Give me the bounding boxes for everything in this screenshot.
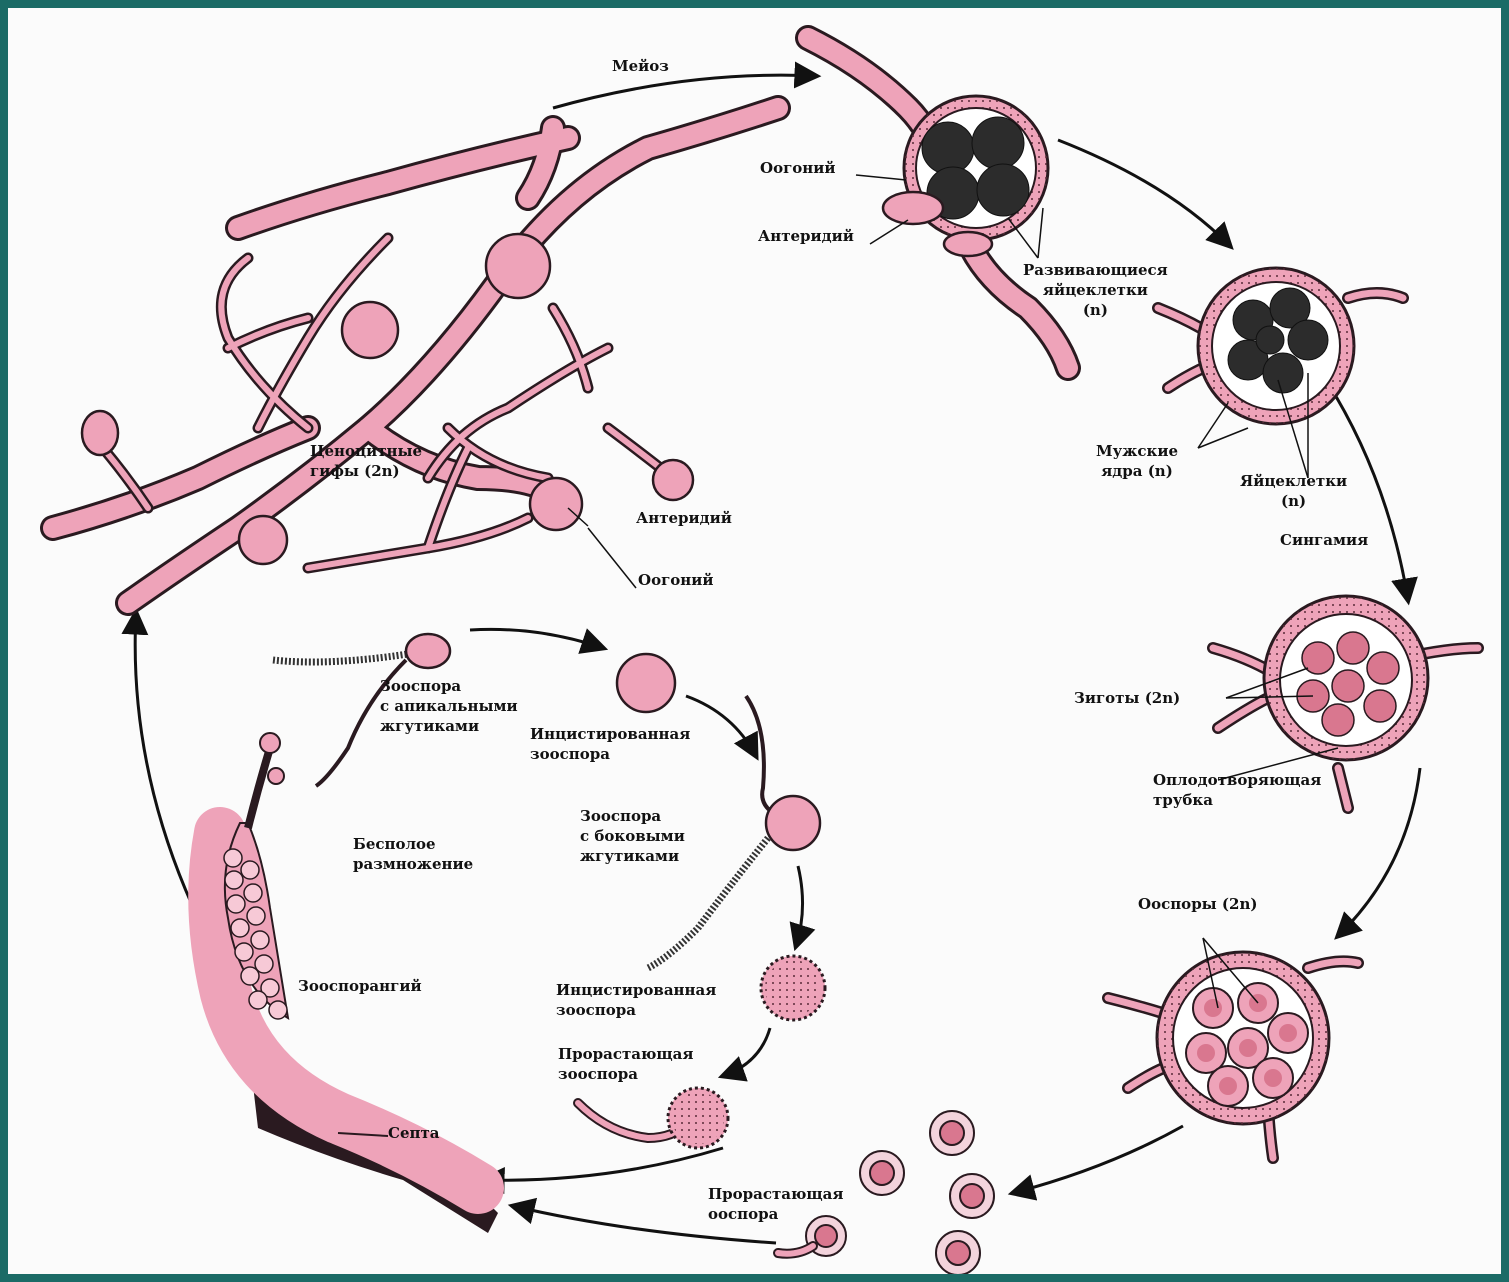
germinating-zoospore xyxy=(578,1088,728,1148)
oogonium-oospores xyxy=(1108,952,1358,1158)
label-encysted-zoospore-1: Инцистированная зооспора xyxy=(530,724,690,764)
label-antheridium-mid: Антеридий xyxy=(636,508,732,528)
label-fertilization-tube: Оплодотворяющая трубка xyxy=(1153,770,1321,810)
arrow-lateral-to-cyst xyxy=(796,866,803,946)
label-asexual-reproduction: Бесполое размножение xyxy=(353,834,473,874)
label-zygotes: Зиготы (2n) xyxy=(1074,688,1180,708)
label-oogonium-top: Оогоний xyxy=(760,158,836,178)
label-antheridium-top: Антеридий xyxy=(758,226,854,246)
label-meiosis: Мейоз xyxy=(612,56,669,76)
arrow-cyst-to-lateral xyxy=(686,696,756,756)
arrow-zoospore-to-cyst xyxy=(470,629,603,648)
arrow-to-zoosporangium xyxy=(483,1148,723,1180)
diagram-frame: Мейоз Оогоний Антеридий Развивающиеся яй… xyxy=(8,8,1501,1274)
label-germinating-oospore: Прорастающая ооспора xyxy=(708,1184,843,1224)
life-cycle-diagram xyxy=(8,8,1501,1274)
arrow-to-free-oospores xyxy=(1013,1126,1183,1193)
arrow-to-hyphae xyxy=(135,613,198,918)
label-zoospore-lateral: Зооспора с боковыми жгутиками xyxy=(580,806,685,866)
label-septum: Септа xyxy=(388,1123,439,1143)
encysted-zoospore-1 xyxy=(617,654,675,712)
label-syngamy: Сингамия xyxy=(1280,530,1368,550)
label-egg-cells: Яйцеклетки (n) xyxy=(1240,471,1347,511)
label-coenocytic-hyphae: Ценоцитные гифы (2n) xyxy=(310,441,422,481)
label-zoosporangium: Зооспорангий xyxy=(298,976,422,996)
oogonium-egg-cells xyxy=(1158,268,1403,424)
label-developing-eggs: Развивающиеся яйцеклетки (n) xyxy=(1023,260,1168,320)
label-zoospore-apical: Зооспора с апикальными жгутиками xyxy=(380,676,518,736)
encysted-zoospore-2 xyxy=(761,956,825,1020)
arrow-to-developing-oogonium xyxy=(1058,140,1230,246)
label-germinating-zoospore: Прорастающая зооспора xyxy=(558,1044,693,1084)
coenocytic-hyphae xyxy=(53,108,778,603)
label-oospores: Ооспоры (2n) xyxy=(1138,894,1257,914)
label-oogonium-mid: Оогоний xyxy=(638,570,714,590)
label-male-nuclei: Мужские ядра (n) xyxy=(1096,441,1178,481)
arrow-cyst-to-germinating xyxy=(723,1028,770,1076)
label-encysted-zoospore-2: Инцистированная зооспора xyxy=(556,980,716,1020)
